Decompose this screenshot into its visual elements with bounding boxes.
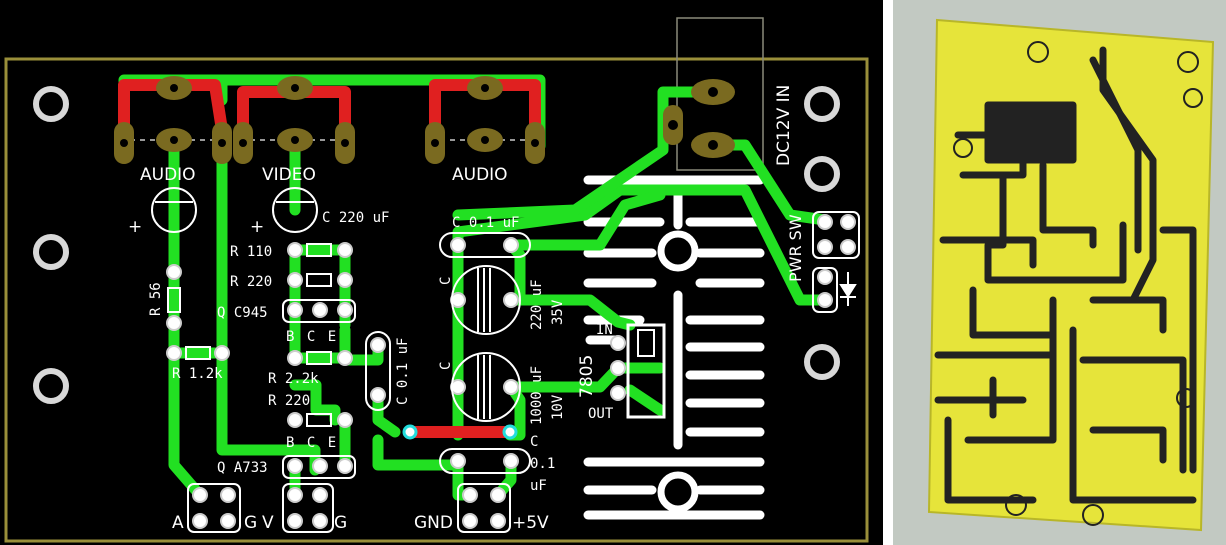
heatsink-holes — [657, 230, 699, 513]
c-10v-value: 10V — [550, 394, 566, 420]
video-label: VIDEO — [262, 165, 316, 185]
conn-a-label: A — [172, 513, 184, 533]
mounting-holes — [33, 86, 840, 404]
q-a733-label: Q A733 — [217, 460, 268, 476]
r1-2k-label: R 1.2k — [172, 366, 223, 382]
pad-holes — [120, 84, 718, 150]
audio-right-label: AUDIO — [452, 165, 508, 185]
c01-bottom-unit: uF — [530, 478, 547, 494]
audio-left-label: AUDIO — [140, 165, 196, 185]
capacitor-hatching — [155, 201, 491, 419]
r56-label: R 56 — [148, 282, 164, 316]
cap-220uf-label: C 220 uF — [322, 210, 389, 226]
dc-in-label: DC12V IN — [774, 85, 794, 166]
r220-top-label: R 220 — [230, 274, 272, 290]
pcb-photo — [893, 0, 1226, 545]
r110-label: R 110 — [230, 244, 272, 260]
c-220uf-value: 220 uF — [529, 279, 545, 330]
q-c945-label: Q C945 — [217, 305, 268, 321]
r2-2k-label: R 2.2k — [268, 371, 319, 387]
component-outlines — [151, 187, 860, 533]
photo-board-holes — [953, 41, 1203, 526]
regulator-7805-outline — [626, 323, 666, 419]
pcb-layout-diagram: AUDIO VIDEO AUDIO DC12V IN PWR SW + + C … — [0, 0, 883, 545]
plus-mid-label: + — [250, 217, 264, 237]
c-35v-value: 35V — [550, 299, 566, 325]
vias — [402, 424, 518, 440]
r220-bottom-label: R 220 — [268, 393, 310, 409]
plus-left-label: + — [128, 217, 142, 237]
conn-v-label: V — [262, 513, 274, 533]
reg-out-label: OUT — [588, 406, 614, 422]
component-pads — [166, 214, 856, 529]
pwr-sw-label: PWR SW — [786, 214, 805, 282]
diode-icon — [839, 272, 857, 306]
c01-bottom-value: 0.1 — [530, 456, 555, 472]
reg-in-label: IN — [596, 322, 613, 338]
plus5v-label: +5V — [512, 513, 549, 533]
conn-g1-label: G — [244, 513, 257, 533]
bce-bottom-label: B C E — [286, 435, 336, 451]
c-letter-2: C — [438, 362, 454, 370]
photo-board-traces — [934, 46, 1197, 504]
bce-top-label: B C E — [286, 329, 336, 345]
conn-g2-label: G — [334, 513, 347, 533]
c01-top-label: C 0.1 uF — [452, 215, 519, 231]
reg-part-label: 7805 — [577, 355, 597, 398]
c-1000uf-value: 1000 uF — [529, 366, 545, 425]
board-outline — [4, 57, 869, 543]
c01-mid-label: C 0.1 uF — [395, 338, 411, 405]
gnd-label: GND — [414, 513, 453, 533]
c01-bottom-letter: C — [530, 434, 538, 450]
c-letter-1: C — [438, 277, 454, 285]
